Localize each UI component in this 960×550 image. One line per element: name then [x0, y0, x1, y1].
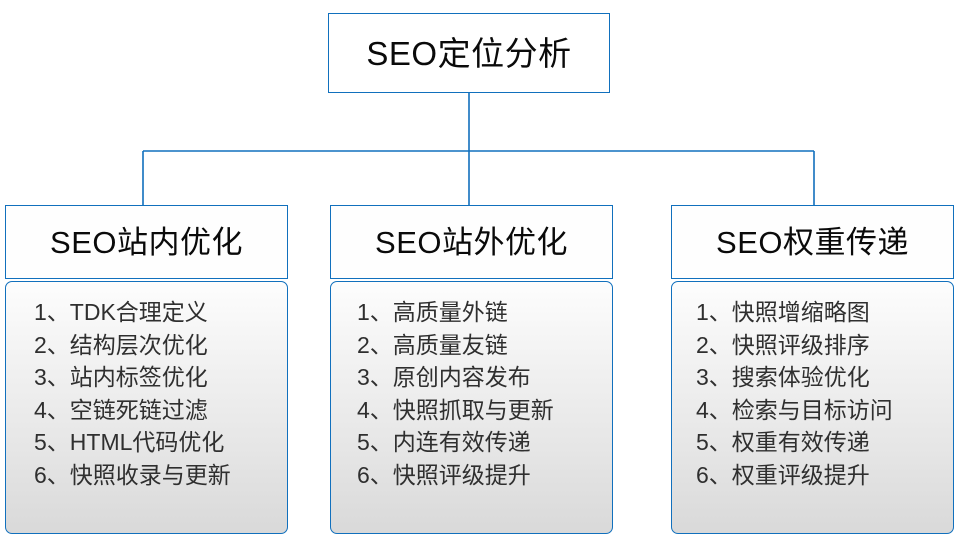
list-item: 5、HTML代码优化	[34, 429, 225, 455]
branch-body-2: 1、高质量外链 2、高质量友链 3、原创内容发布 4、快照抓取与更新 5、内连有…	[330, 281, 613, 534]
list-item: 3、搜索体验优化	[696, 364, 870, 390]
list-item: 6、快照收录与更新	[34, 461, 231, 488]
branch-item-list-1: 1、TDK合理定义 2、结构层次优化 3、站内标签优化 4、空链死链过滤 5、H…	[6, 296, 231, 491]
list-item: 6、权重评级提升	[696, 461, 870, 488]
list-item: 4、检索与目标访问	[696, 396, 893, 423]
list-item: 2、高质量友链	[357, 331, 508, 358]
branch-header-label-2: SEO站外优化	[375, 224, 568, 260]
list-item: 6、快照评级提升	[357, 461, 531, 488]
root-node[interactable]: SEO定位分析	[328, 13, 610, 93]
branch-body-3: 1、快照增缩略图 2、快照评级排序 3、搜索体验优化 4、检索与目标访问 5、权…	[671, 281, 954, 534]
branch-header-3[interactable]: SEO权重传递	[671, 205, 954, 279]
branch-item-list-2: 1、高质量外链 2、高质量友链 3、原创内容发布 4、快照抓取与更新 5、内连有…	[331, 296, 554, 491]
branch-body-1: 1、TDK合理定义 2、结构层次优化 3、站内标签优化 4、空链死链过滤 5、H…	[5, 281, 288, 534]
list-item: 4、快照抓取与更新	[357, 396, 554, 423]
branch-header-label-1: SEO站内优化	[50, 224, 243, 260]
list-item: 2、快照评级排序	[696, 331, 870, 358]
branch-header-1[interactable]: SEO站内优化	[5, 205, 288, 279]
list-item: 2、结构层次优化	[34, 331, 208, 358]
list-item: 1、TDK合理定义	[34, 299, 208, 325]
branch-header-2[interactable]: SEO站外优化	[330, 205, 613, 279]
list-item: 3、原创内容发布	[357, 364, 531, 390]
branch-column-3: SEO权重传递 1、快照增缩略图 2、快照评级排序 3、搜索体验优化 4、检索与…	[671, 205, 954, 534]
list-item: 1、高质量外链	[357, 299, 508, 325]
list-item: 1、快照增缩略图	[696, 299, 870, 325]
root-node-label: SEO定位分析	[366, 34, 572, 72]
branch-header-label-3: SEO权重传递	[716, 224, 909, 260]
branch-column-2: SEO站外优化 1、高质量外链 2、高质量友链 3、原创内容发布 4、快照抓取与…	[330, 205, 613, 534]
list-item: 3、站内标签优化	[34, 364, 208, 390]
branch-column-1: SEO站内优化 1、TDK合理定义 2、结构层次优化 3、站内标签优化 4、空链…	[5, 205, 288, 534]
list-item: 4、空链死链过滤	[34, 396, 208, 423]
list-item: 5、权重有效传递	[696, 429, 870, 455]
branch-item-list-3: 1、快照增缩略图 2、快照评级排序 3、搜索体验优化 4、检索与目标访问 5、权…	[672, 296, 893, 491]
list-item: 5、内连有效传递	[357, 429, 531, 455]
